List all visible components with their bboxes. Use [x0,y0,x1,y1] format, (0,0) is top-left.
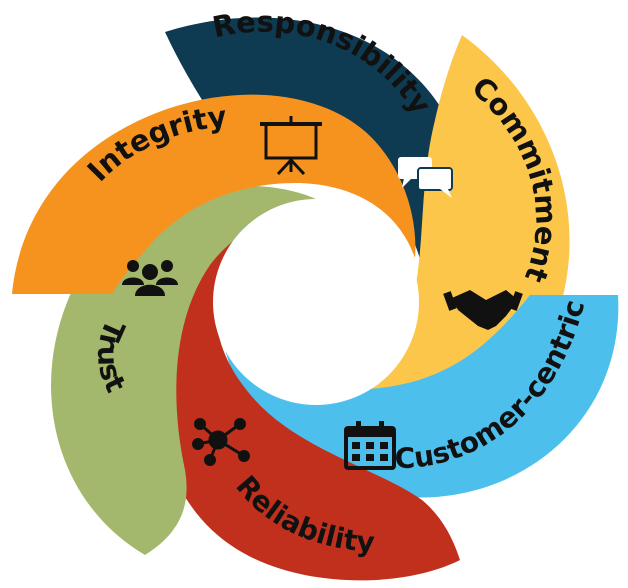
center-hole [213,199,419,405]
network-nodes-icon [192,418,250,466]
segment-trust [51,185,350,555]
presentation-board-icon [260,116,322,176]
chat-bubbles-icon [398,157,453,198]
handshake-icon [443,290,523,330]
calendar-icon [344,421,396,470]
team-icon [122,260,178,296]
segment-reliability [157,230,460,581]
